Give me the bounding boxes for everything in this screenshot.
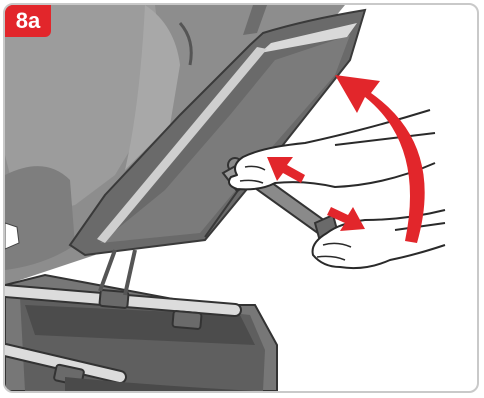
assembly-illustration (5, 5, 477, 391)
instruction-panel: 8a (3, 3, 479, 393)
step-badge: 8a (5, 5, 51, 37)
